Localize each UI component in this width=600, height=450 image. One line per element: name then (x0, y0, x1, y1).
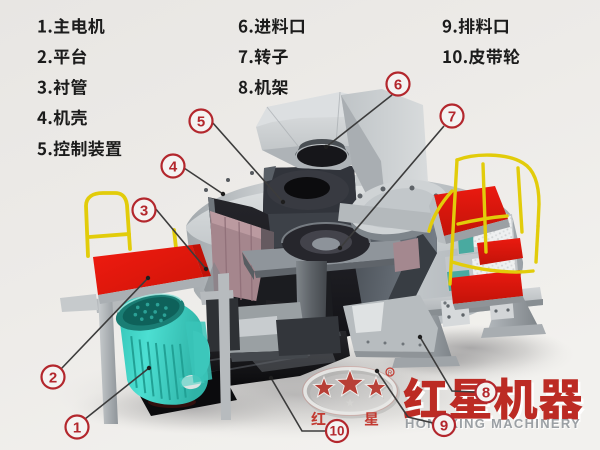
svg-text:6: 6 (394, 76, 402, 93)
svg-text:4: 4 (169, 158, 178, 175)
svg-text:7: 7 (448, 108, 456, 125)
svg-text:1: 1 (73, 419, 81, 436)
svg-text:HONGXING MACHINERY: HONGXING MACHINERY (405, 416, 581, 431)
svg-text:10: 10 (329, 424, 344, 439)
svg-text:8: 8 (482, 384, 490, 401)
svg-text:R: R (388, 371, 393, 377)
svg-text:5: 5 (197, 113, 205, 130)
svg-text:2: 2 (49, 369, 57, 386)
svg-text:9: 9 (440, 417, 448, 434)
svg-text:3: 3 (140, 202, 148, 219)
